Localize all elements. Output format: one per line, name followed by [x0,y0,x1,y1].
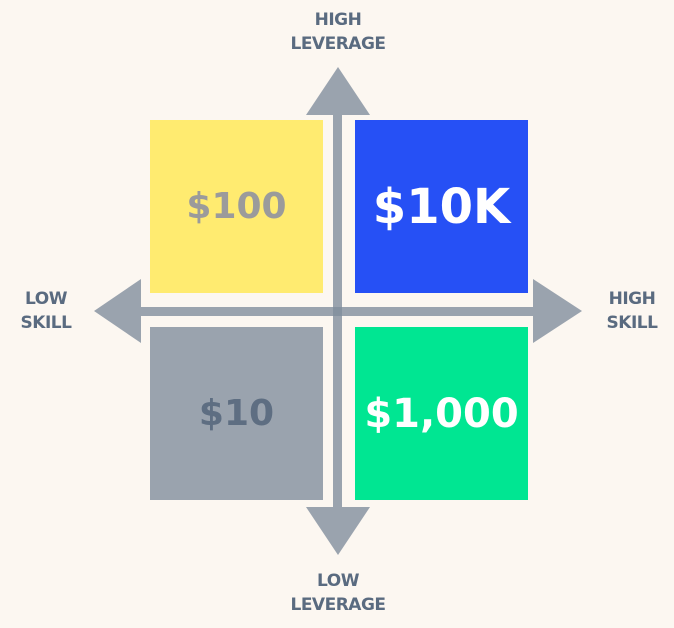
label-line: LEVERAGE [290,34,386,54]
label-line: SKILL [606,313,658,333]
arrow-up-icon [306,67,370,115]
label-line: LOW [25,289,67,309]
quadrant-low-leverage-low-skill: $10 [150,327,323,500]
axis-label-low-leverage: LOW LEVERAGE [288,569,388,617]
arrow-right-icon [533,279,582,343]
arrow-left-icon [94,279,141,343]
axis-label-high-leverage: HIGH LEVERAGE [288,8,388,56]
quadrant-high-leverage-low-skill: $100 [150,120,323,293]
label-line: LOW [317,571,359,591]
quadrant-high-leverage-high-skill: $10K [355,120,528,293]
arrow-down-icon [306,507,370,555]
quadrant-value: $10K [372,178,511,235]
quadrant-value: $10 [198,393,275,434]
label-line: HIGH [608,289,656,309]
axis-label-high-skill: HIGH SKILL [594,287,670,335]
quadrant-value: $1,000 [364,390,519,437]
label-line: HIGH [314,10,362,30]
axis-label-low-skill: LOW SKILL [8,287,84,335]
quadrant-low-leverage-high-skill: $1,000 [355,327,528,500]
label-line: SKILL [20,313,72,333]
axis-intersection [333,307,342,316]
label-line: LEVERAGE [290,595,386,615]
quadrant-value: $100 [186,186,287,227]
